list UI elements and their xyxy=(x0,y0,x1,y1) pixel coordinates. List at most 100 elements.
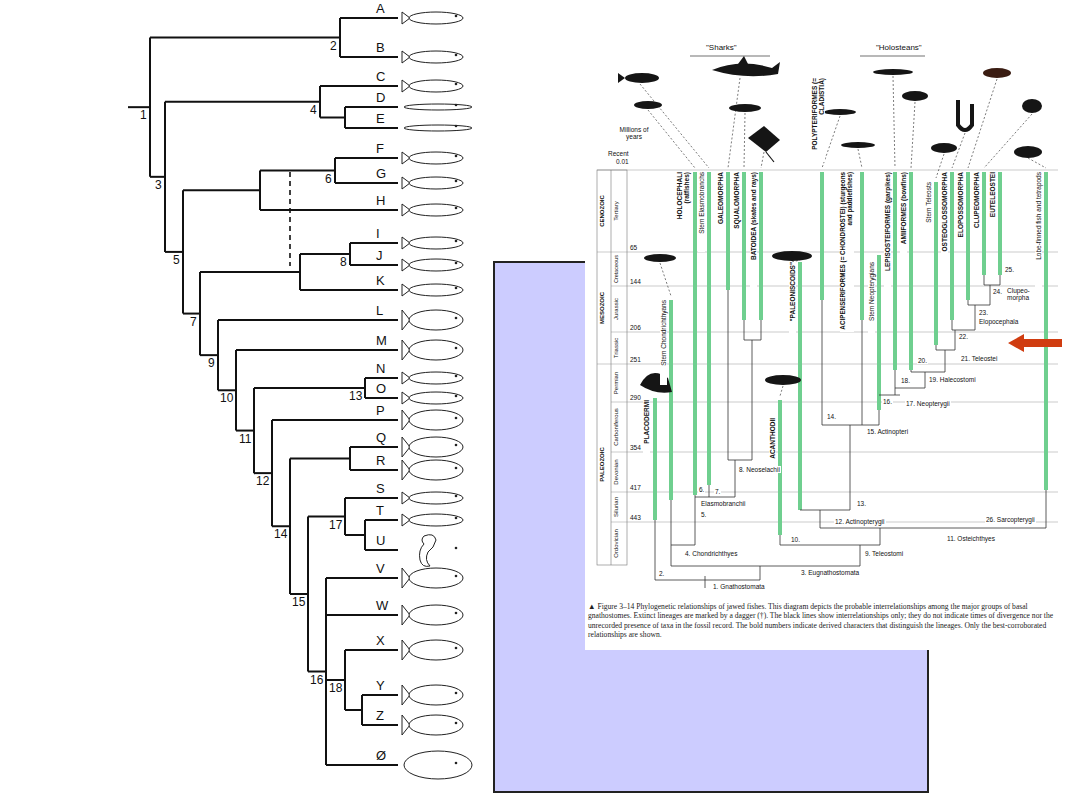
fish-drawing xyxy=(409,605,463,625)
character-number: 15. Actinopteri xyxy=(866,428,909,435)
fish-drawing xyxy=(409,514,463,526)
fish-drawing xyxy=(409,80,463,92)
branch-line xyxy=(200,271,300,273)
branch-line xyxy=(300,289,398,291)
taxon-letter: R xyxy=(376,454,385,468)
taxon-letter: Q xyxy=(376,431,386,445)
taxon-label: Lobe-finned fish and tetrapods xyxy=(1035,172,1042,287)
branch-line xyxy=(362,694,398,696)
taxon-letter: A xyxy=(376,2,385,16)
branch-line xyxy=(350,469,398,471)
node-number: 1 xyxy=(140,109,147,122)
node-number: 3 xyxy=(155,179,162,192)
character-number: 22. xyxy=(958,333,969,340)
branch-line xyxy=(345,127,398,129)
lineage-bar xyxy=(653,398,657,520)
character-number: 13. xyxy=(856,500,867,507)
character-number: 20. xyxy=(917,357,928,364)
taxon-letter: C xyxy=(376,70,385,84)
branch-line xyxy=(320,85,398,87)
fish-eye xyxy=(455,54,458,57)
fish-drawing xyxy=(409,310,463,330)
fish-eye xyxy=(455,287,458,290)
taxon-letter: D xyxy=(376,91,385,105)
taxon-letter: P xyxy=(376,404,385,418)
character-number: 17. Neopterygii xyxy=(905,400,951,407)
fish-eye xyxy=(455,547,458,550)
lineage-bar xyxy=(966,172,970,300)
group-bracket xyxy=(690,56,925,57)
fish-drawing xyxy=(404,751,472,779)
taxon-letter: I xyxy=(376,227,380,241)
lineage-bar xyxy=(1044,172,1048,490)
node-number: 5 xyxy=(173,254,180,267)
taxon-letter: Ø xyxy=(376,749,386,763)
character-number: 16. xyxy=(882,398,893,405)
fish-drawing xyxy=(409,372,463,384)
branch-line xyxy=(236,349,398,351)
time-period: Carboniferous xyxy=(613,402,620,452)
branch-line xyxy=(290,458,350,460)
node-number: 12 xyxy=(256,475,269,488)
fish-eye xyxy=(455,83,458,86)
time-period: MESOZOIC xyxy=(599,252,606,364)
age-number: 251 xyxy=(630,356,641,363)
fish-eye xyxy=(455,417,458,420)
lineage-bar xyxy=(934,182,938,345)
taxon-letter: Y xyxy=(376,679,385,693)
branch-line xyxy=(236,430,254,432)
fish-eye xyxy=(455,495,458,498)
branch-line xyxy=(320,117,345,119)
node-number: 8 xyxy=(340,256,347,269)
taxon-label: Stem Teleosts xyxy=(925,182,932,237)
lineage-bar xyxy=(707,172,711,485)
lineage-bar xyxy=(909,172,913,370)
age-number: 290 xyxy=(630,394,641,401)
branch-line xyxy=(335,157,398,159)
taxon-label: "PALEONISCOIDS" xyxy=(789,262,796,342)
character-number: 18. xyxy=(900,377,911,384)
time-period: Silurian xyxy=(613,492,620,522)
fish-eye xyxy=(455,692,458,695)
taxon-label: LEPISOSTEIFORMES (garpikes) xyxy=(884,172,891,294)
axis-note: Recent xyxy=(608,150,629,157)
branch-line xyxy=(218,389,236,391)
character-number: 7. xyxy=(714,488,721,495)
fish-eye xyxy=(455,647,458,650)
branch-line xyxy=(326,764,398,766)
lineage-bar xyxy=(669,300,673,500)
lineage-bar xyxy=(742,172,746,320)
taxon-letter: J xyxy=(376,249,383,263)
time-period: Devonian xyxy=(613,452,620,492)
fish-eye xyxy=(455,180,458,183)
character-number: 2. xyxy=(658,570,665,577)
node-number: 17 xyxy=(329,519,342,532)
branch-line xyxy=(340,56,398,58)
fish-eye xyxy=(455,155,458,158)
lineage-bar xyxy=(820,172,824,300)
taxon-letter: Z xyxy=(376,709,384,723)
branch-line xyxy=(218,319,398,321)
lineage-bar xyxy=(798,262,802,510)
branch-line xyxy=(200,354,218,356)
taxon-letter: L xyxy=(376,304,383,318)
fish-drawing xyxy=(404,104,472,110)
fish-eye xyxy=(455,125,458,128)
branch-line xyxy=(272,419,398,421)
age-number: 144 xyxy=(630,278,641,285)
lineage-bar xyxy=(759,172,763,320)
branch-line xyxy=(340,17,398,19)
taxon-label: HOLOCEPHALI (ratfishes) xyxy=(676,172,690,227)
taxon-label: EUTELEOSTEI xyxy=(989,172,996,228)
branch-line xyxy=(308,516,345,518)
taxon-label: PLACODERMI xyxy=(643,400,650,458)
age-number: 354 xyxy=(630,444,641,451)
node-number: 10 xyxy=(220,392,233,405)
character-number: 24. xyxy=(992,288,1003,295)
branch-line xyxy=(350,446,398,448)
taxon-label: OSTEOGLOSSOMORPHA xyxy=(941,172,948,254)
lineage-bar xyxy=(998,172,1002,275)
taxon-letter: S xyxy=(376,482,385,496)
fish-drawing xyxy=(409,685,463,705)
character-number: 1. Gnathostomata xyxy=(712,583,766,590)
